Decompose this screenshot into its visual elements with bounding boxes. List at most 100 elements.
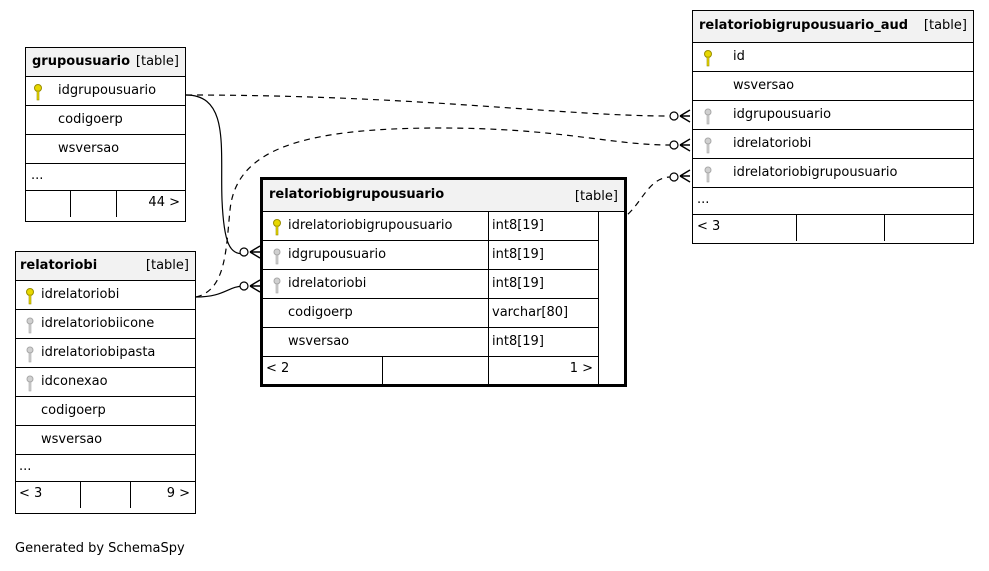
column-row[interactable]: idgrupousuario int8[19] bbox=[263, 241, 599, 270]
table-type-tag: [table] bbox=[923, 18, 967, 33]
column-row[interactable]: codigoerp varchar[80] bbox=[263, 299, 599, 328]
relation-grupousuario-to-relatoriobigrupousuario bbox=[185, 94, 245, 255]
column-type: int8[19] bbox=[492, 247, 544, 262]
key-icon bbox=[26, 288, 34, 305]
table-name: relatoriobigrupousuario_aud bbox=[699, 18, 909, 33]
parents-count[interactable]: < 2 bbox=[266, 361, 290, 376]
column-name: codigoerp bbox=[41, 403, 106, 418]
children-count[interactable]: 9 > bbox=[166, 486, 190, 501]
key-icon bbox=[704, 108, 712, 125]
column-name: idrelatoriobi bbox=[733, 136, 812, 151]
more-indicator: ... bbox=[31, 168, 44, 183]
key-icon bbox=[704, 50, 712, 67]
table-relatoriobigrupousuario[interactable]: relatoriobigrupousuario [table] idrelato… bbox=[260, 177, 627, 387]
more-columns: ... bbox=[26, 164, 185, 191]
column-name: wsversao bbox=[288, 334, 350, 349]
column-name: wsversao bbox=[58, 141, 120, 156]
column-row[interactable]: idrelatoriobigrupousuario bbox=[693, 159, 973, 188]
relation-crow-foot bbox=[249, 245, 261, 259]
more-indicator: ... bbox=[697, 192, 710, 207]
table-footer: 44 > bbox=[26, 191, 185, 217]
parents-count[interactable]: < 3 bbox=[697, 219, 721, 234]
column-type: int8[19] bbox=[492, 334, 544, 349]
table-type-tag: [table] bbox=[574, 189, 618, 204]
table-name: relatoriobigrupousuario bbox=[269, 187, 445, 202]
key-icon bbox=[273, 248, 281, 265]
column-row[interactable]: id bbox=[693, 43, 973, 72]
table-relatoriobi[interactable]: relatoriobi [table] idrelatoriobi idrela… bbox=[15, 251, 196, 514]
column-type: int8[19] bbox=[492, 218, 544, 233]
column-row[interactable]: idrelatoriobipasta bbox=[16, 339, 195, 368]
table-header: relatoriobi [table] bbox=[16, 252, 195, 281]
column-row[interactable]: wsversao bbox=[693, 72, 973, 101]
column-row[interactable]: idrelatoriobi bbox=[16, 281, 195, 310]
children-count[interactable]: 1 > bbox=[569, 361, 593, 376]
parents-count[interactable]: < 3 bbox=[19, 486, 43, 501]
relation-crow-circle bbox=[669, 172, 679, 182]
column-name: idrelatoriobi bbox=[41, 287, 120, 302]
relation-relatoriobi-to-aud bbox=[195, 127, 671, 298]
column-row[interactable]: idgrupousuario bbox=[693, 101, 973, 130]
table-header: relatoriobigrupousuario_aud [table] bbox=[693, 11, 973, 43]
relation-crow-foot bbox=[249, 279, 261, 293]
key-icon bbox=[704, 166, 712, 183]
relation-crow-circle bbox=[239, 247, 249, 257]
column-name: idrelatoriobiicone bbox=[41, 316, 155, 331]
column-name: idgrupousuario bbox=[288, 247, 387, 262]
more-columns: ... bbox=[16, 455, 195, 482]
column-type: int8[19] bbox=[492, 276, 544, 291]
column-name: idrelatoriobi bbox=[288, 276, 367, 291]
key-icon bbox=[26, 346, 34, 363]
column-row[interactable]: codigoerp bbox=[16, 397, 195, 426]
table-footer: < 2 1 > bbox=[263, 357, 599, 386]
relation-crow-circle bbox=[239, 281, 249, 291]
column-row[interactable]: idrelatoriobi int8[19] bbox=[263, 270, 599, 299]
column-row[interactable]: wsversao bbox=[26, 135, 185, 164]
column-name: idrelatoriobipasta bbox=[41, 345, 156, 360]
key-icon bbox=[273, 219, 281, 236]
column-name: wsversao bbox=[733, 78, 795, 93]
relation-crow-foot bbox=[679, 138, 691, 152]
table-footer: < 3 9 > bbox=[16, 482, 195, 508]
column-name: idgrupousuario bbox=[733, 107, 832, 122]
relation-grupousuario-to-aud bbox=[185, 94, 671, 117]
key-icon bbox=[704, 137, 712, 154]
relation-crow-circle bbox=[669, 111, 679, 121]
column-name: wsversao bbox=[41, 432, 103, 447]
table-type-tag: [table] bbox=[145, 258, 189, 273]
table-name: relatoriobi bbox=[20, 258, 98, 273]
column-row[interactable]: idconexao bbox=[16, 368, 195, 397]
column-name: idrelatoriobigrupousuario bbox=[288, 218, 453, 233]
more-indicator: ... bbox=[19, 459, 32, 474]
column-row[interactable]: codigoerp bbox=[26, 106, 185, 135]
more-columns: ... bbox=[693, 188, 973, 215]
table-type-tag: [table] bbox=[135, 54, 179, 69]
key-icon bbox=[26, 375, 34, 392]
column-type: varchar[80] bbox=[492, 305, 569, 320]
key-icon bbox=[26, 317, 34, 334]
column-row[interactable]: idrelatoriobiicone bbox=[16, 310, 195, 339]
relation-crow-foot bbox=[679, 109, 691, 123]
generated-by-credit: Generated by SchemaSpy bbox=[15, 541, 185, 556]
column-row[interactable]: idrelatoriobigrupousuario int8[19] bbox=[263, 212, 599, 241]
table-grupousuario[interactable]: grupousuario [table] idgrupousuario codi… bbox=[25, 47, 186, 222]
relation-crow-circle bbox=[669, 140, 679, 150]
table-header: grupousuario [table] bbox=[26, 48, 185, 77]
table-relatoriobigrupousuario-aud[interactable]: relatoriobigrupousuario_aud [table] id w… bbox=[692, 10, 974, 244]
column-row[interactable]: idrelatoriobi bbox=[693, 130, 973, 159]
column-name: id bbox=[733, 49, 745, 64]
column-row[interactable]: wsversao bbox=[16, 426, 195, 455]
table-footer: < 3 bbox=[693, 215, 973, 241]
column-name: codigoerp bbox=[288, 305, 353, 320]
relation-relatoriobi-to-relatoriobigrupousuario bbox=[195, 285, 245, 298]
column-name: idrelatoriobigrupousuario bbox=[733, 165, 898, 180]
children-count[interactable]: 44 > bbox=[148, 195, 180, 210]
column-row[interactable]: idgrupousuario bbox=[26, 77, 185, 106]
key-icon bbox=[34, 84, 42, 101]
table-header: relatoriobigrupousuario [table] bbox=[263, 180, 624, 212]
relation-crow-foot bbox=[679, 169, 691, 183]
column-name: idconexao bbox=[41, 374, 108, 389]
column-row[interactable]: wsversao int8[19] bbox=[263, 328, 599, 357]
column-name: codigoerp bbox=[58, 112, 123, 127]
